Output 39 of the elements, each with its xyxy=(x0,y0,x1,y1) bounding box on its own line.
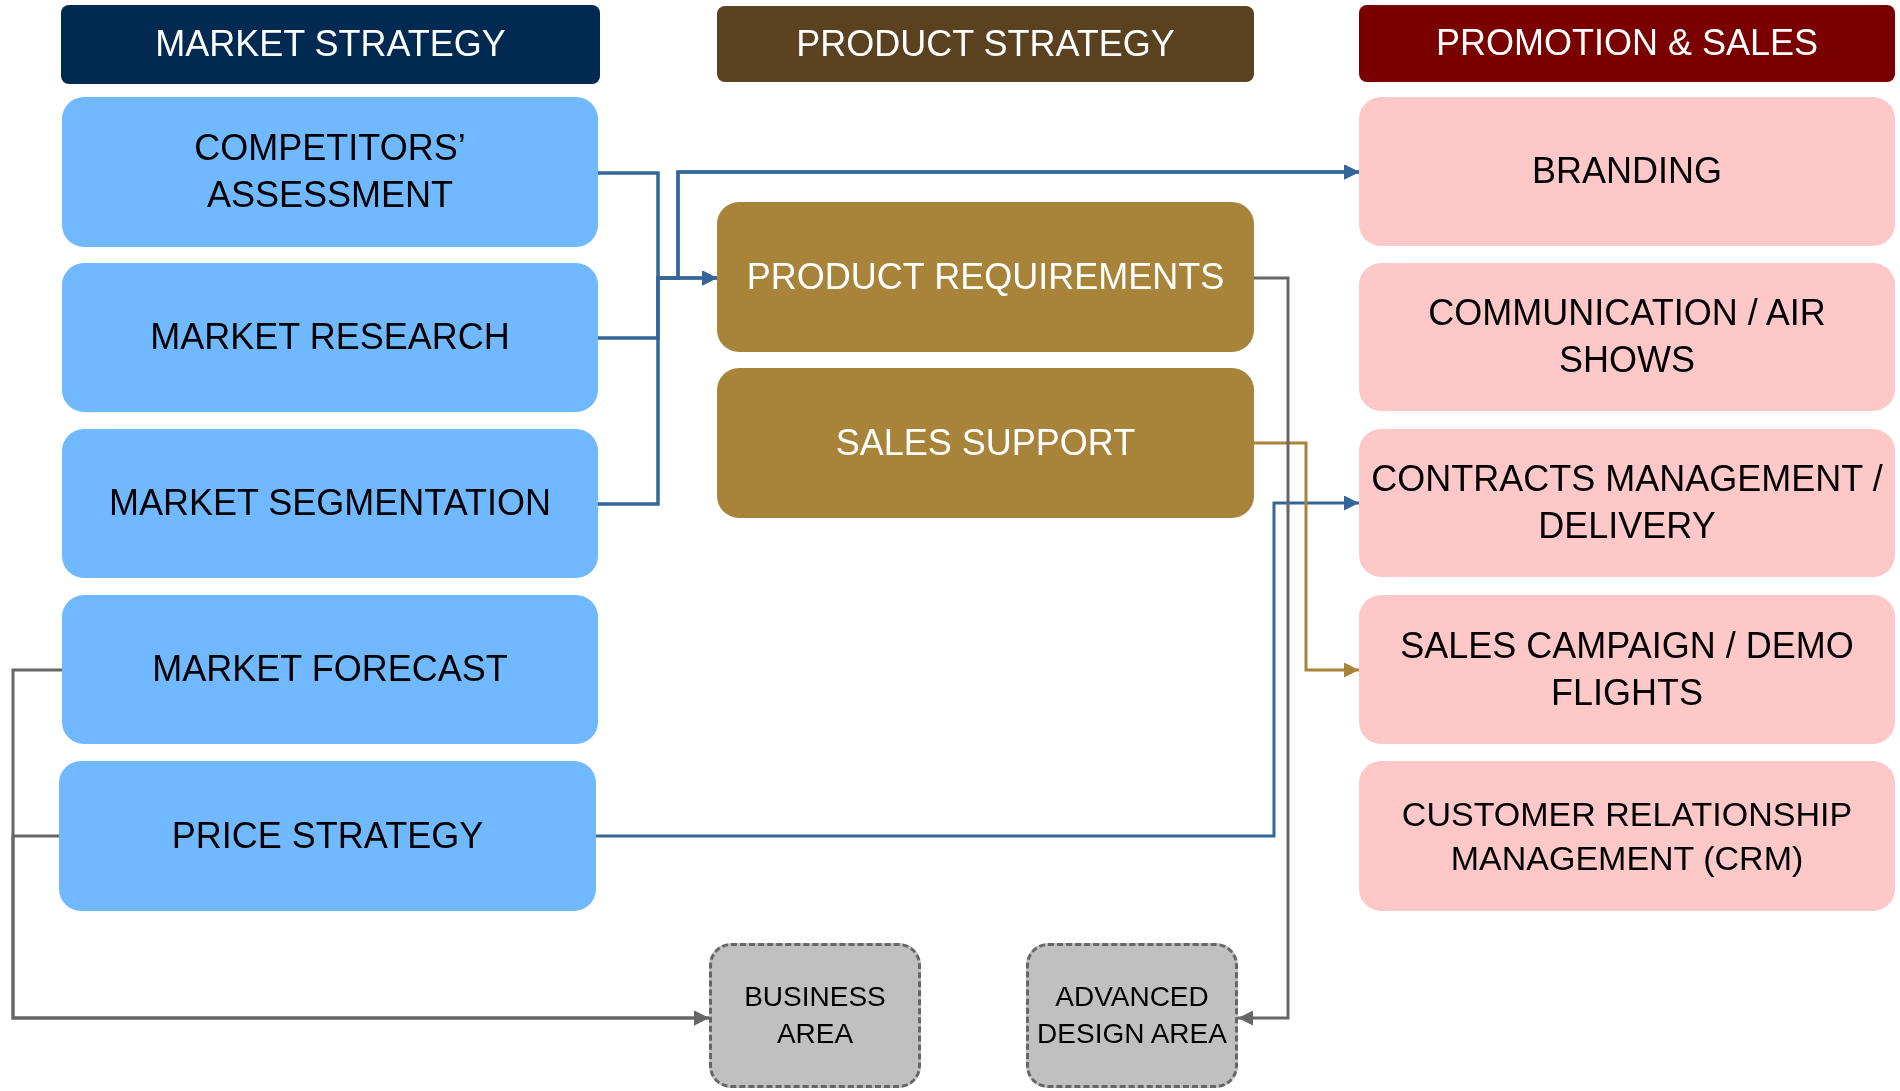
process-box xyxy=(62,595,598,744)
connector-arrow xyxy=(1254,441,1359,678)
column-header xyxy=(61,5,600,84)
box-label: MARKET FORECAST xyxy=(151,647,509,692)
column-header xyxy=(717,6,1254,82)
process-box xyxy=(1359,429,1895,577)
process-box xyxy=(62,97,598,247)
box-label: COMMUNICATION / AIR SHOWS xyxy=(1427,291,1827,382)
header-text: PROMOTION & SALES xyxy=(1434,21,1820,66)
box-label: BUSINESS AREA xyxy=(743,980,887,1051)
box-label: SALES SUPPORT xyxy=(834,420,1137,465)
box-label: CUSTOMER RELATIONSHIP MANAGEMENT (CRM) xyxy=(1400,793,1854,879)
process-box xyxy=(62,263,598,412)
area-box xyxy=(1026,943,1238,1088)
box-label: PRODUCT REQUIREMENTS xyxy=(745,254,1226,299)
column-header xyxy=(1359,5,1895,82)
box-label: MARKET SEGMENTATION xyxy=(107,481,552,526)
connector-arrow xyxy=(598,164,1359,506)
box-label: PRICE STRATEGY xyxy=(170,813,485,858)
process-box xyxy=(59,761,596,911)
process-box xyxy=(1359,263,1895,411)
connector-arrow xyxy=(11,834,709,1026)
process-box xyxy=(717,202,1254,352)
box-label: ADVANCED DESIGN AREA xyxy=(1036,980,1228,1051)
area-box xyxy=(709,943,921,1088)
header-text: PRODUCT STRATEGY xyxy=(795,21,1176,66)
process-box xyxy=(1359,595,1895,744)
connector-arrow xyxy=(1238,276,1290,1026)
process-box xyxy=(1359,761,1895,911)
box-label: SALES CAMPAIGN / DEMO FLIGHTS xyxy=(1399,623,1855,715)
process-box xyxy=(1359,97,1895,246)
box-label: BRANDING xyxy=(1531,149,1723,194)
header-text: MARKET STRATEGY xyxy=(154,22,507,67)
connector-arrow xyxy=(596,495,1359,838)
process-box xyxy=(717,368,1254,518)
process-box xyxy=(62,429,598,578)
box-label: CONTRACTS MANAGEMENT / DELIVERY xyxy=(1370,457,1884,548)
box-label: COMPETITORS’ ASSESSMENT xyxy=(193,126,467,217)
box-label: MARKET RESEARCH xyxy=(149,315,511,360)
